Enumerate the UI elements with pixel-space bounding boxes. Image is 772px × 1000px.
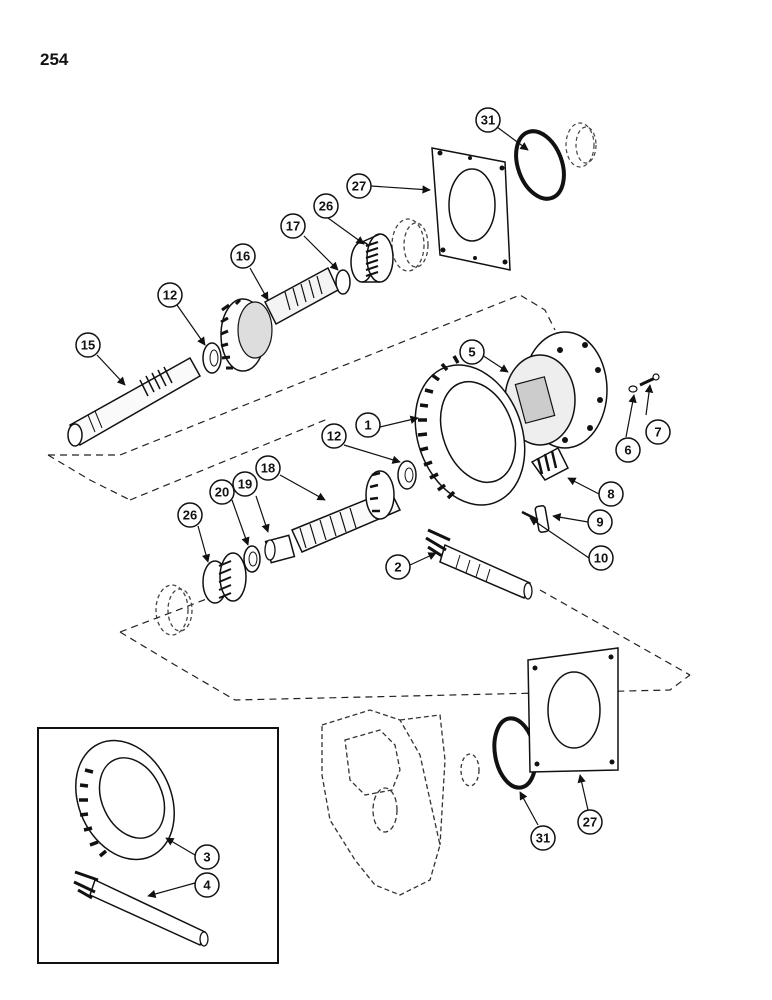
svg-text:7: 7 — [654, 425, 661, 440]
differential-case — [504, 331, 608, 449]
callout-2: 2 — [385, 554, 411, 580]
callout-12-lower: 12 — [321, 423, 347, 449]
washer-20 — [243, 545, 261, 573]
svg-text:20: 20 — [215, 485, 229, 500]
svg-text:18: 18 — [261, 461, 275, 476]
shaft-18 — [290, 470, 402, 553]
leader-lines — [96, 126, 654, 899]
callout-10: 10 — [588, 545, 614, 571]
tapered-bearing-upper — [350, 233, 394, 283]
callout-26-top: 26 — [313, 193, 339, 219]
callout-9: 9 — [587, 509, 613, 535]
svg-text:26: 26 — [319, 199, 333, 214]
inset-alternate-parts — [37, 727, 279, 964]
callout-31-top: 31 — [475, 107, 501, 133]
callout-31-lower: 31 — [530, 825, 556, 851]
svg-text:12: 12 — [163, 288, 177, 303]
svg-text:27: 27 — [352, 179, 366, 194]
washer-12-upper — [202, 342, 222, 374]
gasket-plate-top — [431, 147, 511, 271]
page-number: 254 — [40, 50, 69, 69]
washer-12-lower — [397, 460, 417, 490]
svg-text:26: 26 — [183, 508, 197, 523]
o-ring-top — [514, 129, 566, 201]
assembly-boundary-upper — [47, 294, 556, 501]
svg-text:15: 15 — [81, 338, 95, 353]
svg-text:31: 31 — [481, 113, 495, 128]
pin-9 — [534, 505, 550, 533]
tapered-bearing-lower — [202, 552, 247, 604]
callout-1: 1 — [355, 412, 381, 438]
callout-26-lower: 26 — [177, 502, 203, 528]
washer-6 — [628, 385, 638, 393]
svg-text:2: 2 — [394, 560, 401, 575]
svg-text:5: 5 — [468, 345, 475, 360]
bearing-cup-housing — [460, 753, 480, 787]
callout-12-upper: 12 — [157, 282, 183, 308]
svg-text:4: 4 — [203, 878, 211, 893]
callout-16: 16 — [230, 243, 256, 269]
axle-housing-dashed — [321, 709, 446, 896]
svg-text:10: 10 — [594, 551, 608, 566]
shaft-15 — [67, 356, 202, 447]
callout-6: 6 — [615, 437, 641, 463]
callout-19: 19 — [232, 471, 258, 497]
svg-text:6: 6 — [624, 443, 631, 458]
callout-18: 18 — [255, 455, 281, 481]
svg-text:1: 1 — [364, 418, 371, 433]
svg-text:12: 12 — [327, 429, 341, 444]
pinion-shaft-2 — [425, 528, 533, 600]
assembly-boundary-lower — [119, 589, 691, 701]
callout-3: 3 — [194, 844, 220, 870]
callout-27-top: 27 — [346, 173, 372, 199]
callout-5: 5 — [459, 339, 485, 365]
svg-text:27: 27 — [583, 815, 597, 830]
bearing-cup-dashed-upper — [391, 218, 429, 272]
svg-text:8: 8 — [607, 487, 614, 502]
svg-text:16: 16 — [236, 249, 250, 264]
callout-27-lower: 27 — [577, 809, 603, 835]
svg-text:31: 31 — [536, 831, 550, 846]
callout-15: 15 — [75, 332, 101, 358]
callout-4: 4 — [194, 872, 220, 898]
bushing-19 — [264, 534, 296, 564]
washer-17 — [335, 269, 351, 295]
roll-pin-10 — [521, 510, 537, 521]
bearing-cup-dashed-lower — [155, 584, 193, 636]
pinion-gear-8 — [530, 446, 570, 481]
callout-20: 20 — [209, 479, 235, 505]
callout-17: 17 — [280, 213, 306, 239]
bolt-7 — [639, 373, 660, 387]
svg-text:17: 17 — [286, 219, 300, 234]
svg-text:3: 3 — [203, 850, 210, 865]
bevel-gear-shaft-16 — [220, 266, 339, 372]
callout-8: 8 — [598, 481, 624, 507]
gasket-plate-lower — [527, 647, 619, 773]
callout-7: 7 — [645, 419, 671, 445]
bearing-cup-top-right — [565, 122, 597, 168]
svg-text:9: 9 — [596, 515, 603, 530]
ring-gear — [414, 351, 526, 506]
svg-text:19: 19 — [238, 477, 252, 492]
